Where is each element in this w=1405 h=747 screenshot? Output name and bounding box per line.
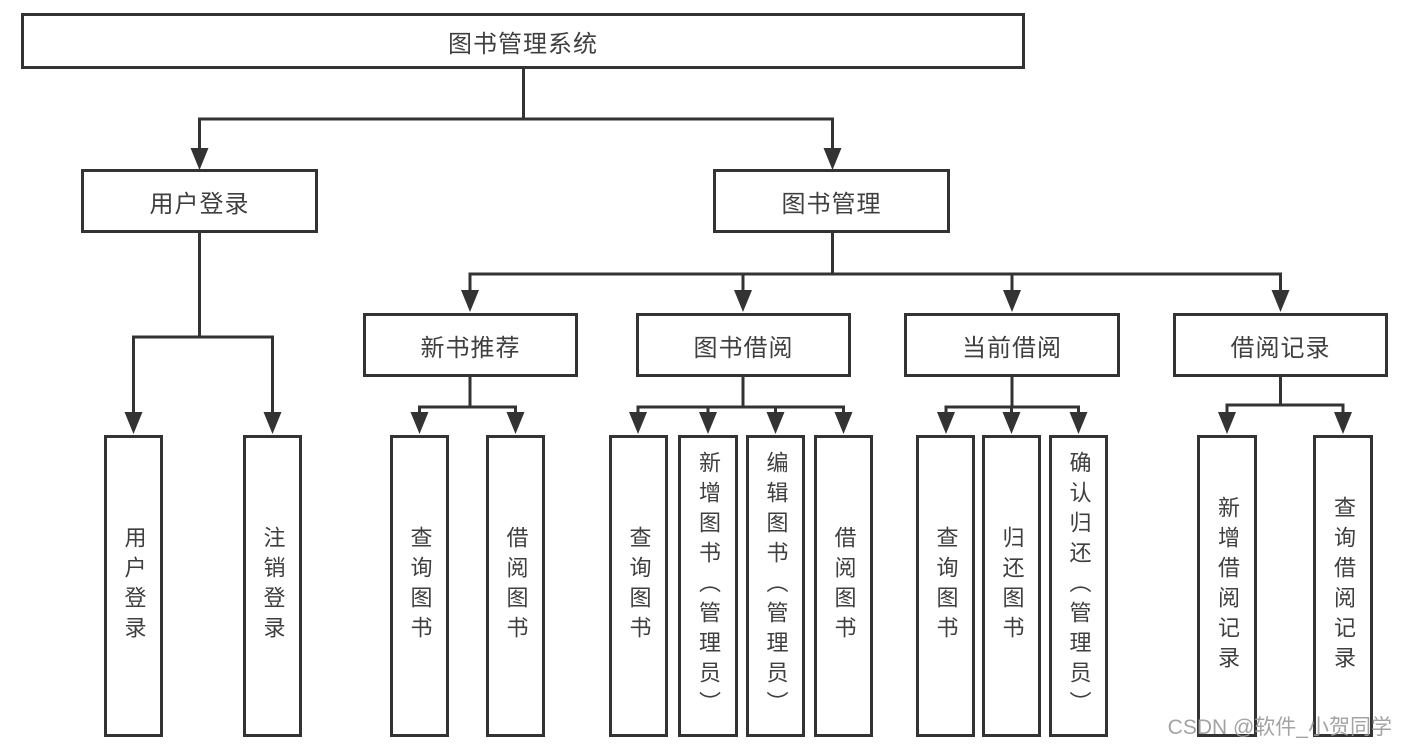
- csdn-watermark: CSDN @软件_小贺同学: [1167, 716, 1392, 739]
- leaf-query-books-recommend: 查询图书: [390, 435, 449, 737]
- node-book-management: 图书管理: [713, 169, 950, 233]
- leaf-query-books-borrow: 查询图书: [609, 435, 668, 737]
- node-current-borrow: 当前借阅: [904, 313, 1120, 377]
- leaf-add-book-admin: 新增图书（管理员）: [678, 435, 738, 737]
- node-label: 图书管理: [781, 190, 882, 218]
- node-label: 用户登录: [149, 190, 250, 218]
- node-book-borrow: 图书借阅: [636, 313, 851, 377]
- leaf-logout: 注销登录: [243, 435, 302, 737]
- node-label: 图书管理系统: [448, 30, 598, 58]
- leaf-query-books-current: 查询图书: [916, 435, 975, 737]
- leaf-label: 新增图书（管理员）: [696, 451, 721, 721]
- leaf-confirm-return-admin: 确认归还（管理员）: [1049, 435, 1108, 737]
- leaf-label: 确认归还（管理员）: [1066, 451, 1092, 721]
- leaf-label: 新增借阅记录: [1215, 496, 1240, 676]
- leaf-label: 注销登录: [260, 526, 286, 646]
- leaf-add-borrow-record: 新增借阅记录: [1197, 435, 1257, 737]
- node-label: 当前借阅: [962, 334, 1062, 362]
- arrowhead-icons: [124, 148, 1352, 434]
- node-label: 图书借阅: [693, 334, 794, 362]
- leaf-label: 用户登录: [121, 526, 147, 646]
- leaf-label: 归还图书: [999, 526, 1025, 646]
- leaf-borrow-books: 借阅图书: [814, 435, 873, 737]
- node-label: 借阅记录: [1230, 334, 1331, 362]
- leaf-label: 查询图书: [626, 526, 652, 646]
- leaf-borrow-books-recommend: 借阅图书: [486, 435, 545, 737]
- leaf-return-book: 归还图书: [982, 435, 1041, 737]
- leaf-label: 借阅图书: [503, 526, 529, 646]
- leaf-label: 借阅图书: [831, 526, 857, 646]
- node-label: 新书推荐: [420, 334, 521, 362]
- node-user-login: 用户登录: [81, 169, 318, 233]
- node-borrow-records: 借阅记录: [1173, 313, 1388, 377]
- leaf-label: 查询图书: [933, 526, 959, 646]
- node-root-library-system: 图书管理系统: [21, 13, 1025, 69]
- node-new-book-recommend: 新书推荐: [363, 313, 578, 377]
- leaf-label: 查询借阅记录: [1331, 496, 1356, 676]
- leaf-user-login: 用户登录: [104, 435, 163, 737]
- leaf-label: 编辑图书（管理员）: [763, 451, 789, 721]
- leaf-label: 查询图书: [407, 526, 433, 646]
- leaf-edit-book-admin: 编辑图书（管理员）: [746, 435, 805, 737]
- leaf-query-borrow-record: 查询借阅记录: [1313, 435, 1373, 737]
